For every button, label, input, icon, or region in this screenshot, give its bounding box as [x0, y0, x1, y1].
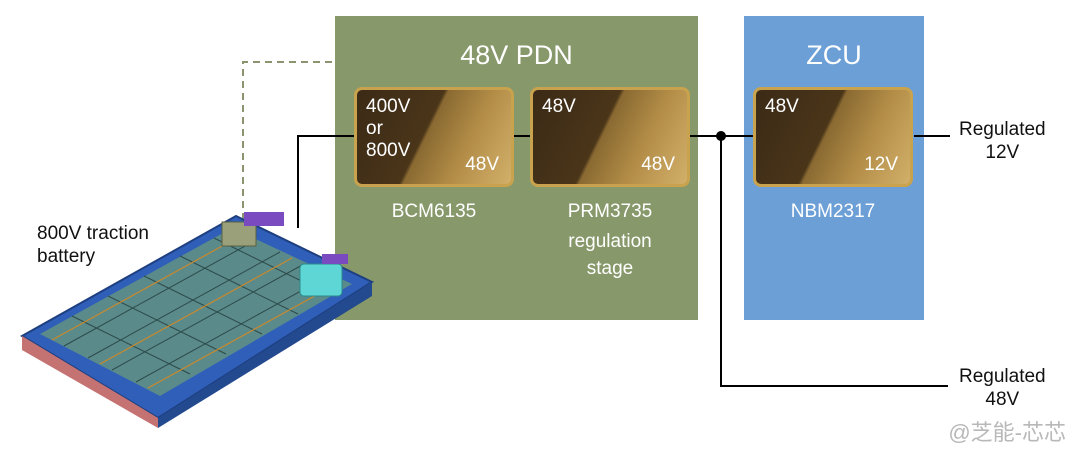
prm-output-voltage: 48V [641, 154, 675, 175]
dashed-link [242, 61, 335, 220]
pdn-title: 48V PDN [460, 40, 573, 70]
prm-name: PRM3735 [567, 201, 653, 222]
wire-48v-out [720, 136, 948, 387]
battery-label: 800V traction battery [37, 223, 149, 267]
battery-pack-illustration [20, 212, 375, 428]
bcm-output-voltage: 48V [465, 154, 499, 175]
bcm-input-line3: 800V [366, 140, 411, 161]
zcu-title: ZCU [806, 40, 862, 70]
bcm-name: BCM6135 [391, 201, 477, 222]
watermark-text: @芝能-芯芯 [948, 420, 1066, 445]
regulated-48v-label: Regulated 48V [959, 366, 1046, 410]
nbm2317-module: 48V 12V [753, 87, 913, 187]
nbm-output-voltage: 12V [864, 154, 898, 175]
prm-subtitle: regulation stage [568, 231, 652, 279]
bcm-input-line1: 400V [366, 96, 411, 117]
prm-input-voltage: 48V [542, 96, 576, 117]
regulated-12v-label: Regulated 12V [959, 119, 1046, 163]
prm3735-module: 48V 48V [530, 87, 690, 187]
bcm-input-line2: or [366, 118, 383, 139]
bcm-input-voltage: 400V or 800V [366, 96, 410, 162]
wire-battery-bcm [297, 135, 354, 228]
nbm-name: NBM2317 [790, 201, 876, 222]
nbm-input-voltage: 48V [765, 96, 799, 117]
bcm6135-module: 400V or 800V 48V [354, 87, 514, 187]
